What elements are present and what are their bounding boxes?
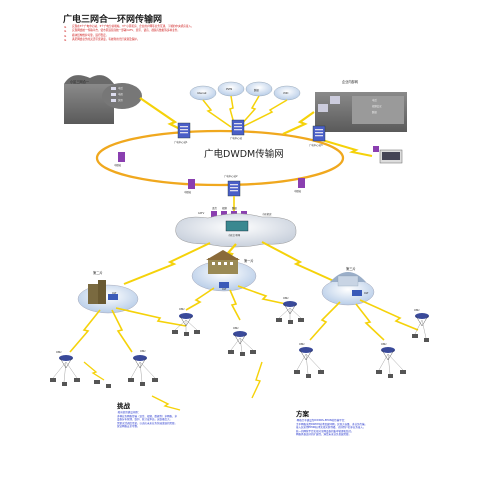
router-label: 小区机房 [262,213,272,216]
onu-label: ONU [283,297,289,300]
enterprise-item: 数据 [372,111,377,114]
bullet-item: ➤模块结构维护可靠，运行稳定。 [64,33,109,38]
challenge-line: ·政府宽带建设问题： [117,411,141,414]
onu-label: ONU [140,350,146,353]
video-terminal-icon [373,146,403,164]
onu-icon [233,331,247,345]
onu-icon [133,355,147,369]
onu-label: ONU [233,327,239,330]
onu-icon [299,347,313,361]
challenge-title: 挑战 [117,402,130,410]
onu-devices [59,301,429,369]
challenge-line: 需要灵活调度带宽，以适应未来业务快速发展的需要。 [117,421,178,425]
bullet-item: ➤实现网络统一传输平台，使市区运营商统一部署CATV、宽带、语音、视频与数据等多… [64,29,180,34]
onu-label: ONU [381,343,387,346]
enterprise-item: 视频会议 [372,105,382,108]
community-item: 电话 [118,87,123,90]
relay-label: 中继站 [184,191,192,194]
enterprise-title: 企业内部网 [342,80,358,84]
relay-stations [118,152,305,189]
cloud-label: Internet [197,92,207,95]
solution-line: 统一的网管平台实现对全网设备的集中管理和监控。 [296,429,354,433]
area-left [77,280,139,314]
onu-label: ONU [179,308,185,311]
router-label: CATV [198,212,205,215]
olt-left-icon [108,294,118,300]
challenge-text: ·政府宽带建设问题： 多种业务网络传输（语音、视频、数据等）多网络、多 设备分布… [117,411,177,429]
solution-line: 接入层采用EPON技术实现光纤到楼、光纤到户的多业务接入。 [296,426,366,430]
station-label: 广电中心站2 [224,175,238,178]
area-center [191,250,257,292]
onu-label: ONU [414,309,420,312]
station-label: 广电中心站1 [174,141,188,144]
onu-icon [381,347,395,361]
intro-bullets: ➤实现在3个广电中心站、5个广电分前端站、3个小区机房、企业用户网等业务互通，下… [64,25,324,43]
community-building [64,75,142,124]
solution-line: 主干网络采用DWDM技术组建环网，实现大容量、多业务传输。 [296,422,367,426]
cloud-label: VOD [283,92,289,95]
area-label-center: 第一片 [244,259,254,263]
olt-center-icon [219,282,229,288]
bullet-arrow-icon: ➤ [64,33,67,38]
solution-text: ·网络主干建设为DWDM+EPON的传输平台： 主干网络采用DWDM技术组建环网… [296,419,367,437]
olt-label: OLT [364,292,369,295]
page-title: 广电三网合一环网传输网 [63,15,163,25]
area2-link [123,242,211,285]
station-label: 广电中心站 [230,137,242,140]
area-label-left: 第二片 [93,271,103,275]
olt-right-icon [352,290,362,296]
olt-label: OLT [222,288,227,291]
router-label: 语音 [212,207,217,210]
enterprise-building [315,92,407,132]
dwdm-ring [95,129,345,187]
enterprise-link [282,111,315,136]
onu-label: ONU [56,351,62,354]
challenge-line: 保证网络安全可靠。 [117,425,140,429]
router-label: 视频 [222,207,227,210]
challenge-line: 设备分布管理、维护、统计成本高，运维难度大。 [117,418,173,422]
data-cloud-icon [245,81,273,97]
service-clouds [189,81,301,128]
cloud-label: PSTN [226,88,233,91]
core-switch-icon [225,220,249,232]
solution-line: 网络具备良好的扩展性，满足未来业务发展需要。 [296,433,352,437]
relay-label: 中继站 [114,164,122,167]
onu-label: ONU [299,343,305,346]
cloud-label: 数据 [254,89,259,92]
olt-label: OLT [112,292,117,295]
router-label: 数据 [232,207,237,210]
user-terminals [50,307,429,388]
bullet-item: ➤满足网络业务的灵活带宽调度，有效利用光纤资源及保护。 [64,38,140,43]
relay-label: 中继站 [294,190,302,193]
solution-title: 方案 [296,410,309,418]
ring-label: 广电DWDM传输网 [204,149,284,160]
station-multiplexers [177,119,326,197]
onu-icon [59,355,73,369]
bullet-item: ➤实现在3个广电中心站、5个广电分前端站、3个小区机房、企业用户网等业务互通，下… [64,25,194,29]
community-title: 小区三网合一 [70,80,90,84]
community-item: 宽带 [118,99,123,102]
bottom-links [151,361,263,411]
area-label-right: 第三片 [346,267,356,271]
solution-line: ·网络主干建设为DWDM+EPON的传输平台： [296,419,347,422]
area3-link [261,241,337,283]
area-right [321,272,375,306]
bullet-arrow-icon: ➤ [64,38,67,43]
backbone-label: 小区主干网 [228,234,240,237]
onu-branches [69,285,419,353]
enterprise-item: 电话 [372,99,377,102]
onu-icon [415,313,429,327]
bullet-arrow-icon: ➤ [64,25,67,29]
bullet-arrow-icon: ➤ [64,29,67,34]
station-label: 广电中心站3 [309,144,323,147]
community-item: 电视 [118,93,123,96]
challenge-line: 多种业务网络传输（语音、视频、数据等）多网络、多 [117,414,178,418]
terminal-link [321,139,373,157]
